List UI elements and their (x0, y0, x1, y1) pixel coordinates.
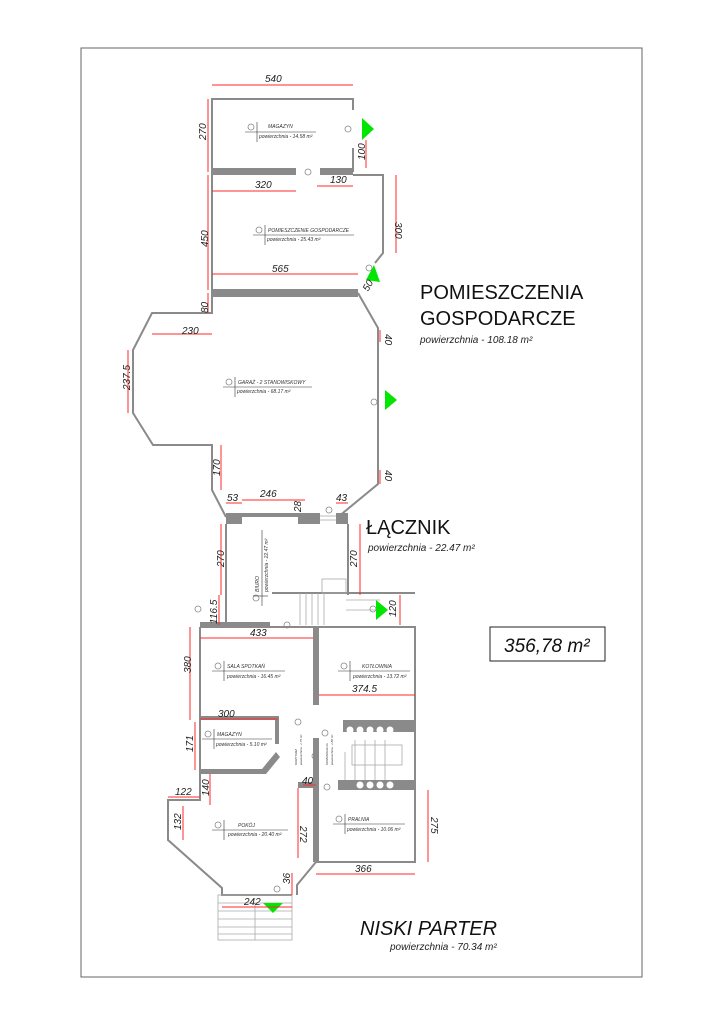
svg-text:powierzchnia - 20.40 m²: powierzchnia - 20.40 m² (227, 832, 282, 838)
entrance-steps (217, 894, 293, 941)
total-area-box (489, 626, 606, 662)
section-title-parter: NISKI PARTER (360, 918, 497, 940)
dimension-label: 433 (250, 628, 267, 639)
svg-text:powierzchnia - 1.80 m²: powierzchnia - 1.80 m² (330, 734, 334, 766)
section-title-gospodarcze: POMIESZCZENIA (420, 282, 584, 304)
sheet-frame (80, 47, 643, 978)
dimension-label: 116.5 (209, 599, 220, 624)
dimension-label: 50 (361, 278, 376, 294)
svg-text:powierzchnia - 25.43 m²: powierzchnia - 25.43 m² (266, 237, 321, 243)
svg-text:SALA SPOTKAŃ: SALA SPOTKAŃ (227, 663, 265, 670)
room-label-komunikacja: KOMUNIKACJA powierzchnia - 1.80 m² (325, 734, 334, 766)
dimension-label: 270 (216, 550, 227, 568)
dimension-label: 230 (181, 326, 199, 337)
dimension-label: 40 (382, 470, 393, 482)
entrance-arrow-icon (376, 600, 388, 620)
svg-text:POMIESZCZENIE GOSPODARCZE: POMIESZCZENIE GOSPODARCZE (268, 228, 350, 234)
wall-segment (212, 168, 296, 175)
dimension-label: 366 (355, 864, 372, 875)
dimension-label: 300 (392, 222, 403, 239)
wall-segment (212, 289, 358, 297)
entrance-arrow-icon (366, 265, 380, 282)
total-area: 356,78 m² (504, 636, 590, 657)
dimension-label: 170 (212, 459, 223, 476)
dimension-label: 320 (255, 180, 272, 191)
svg-text:KORYTARZ: KORYTARZ (294, 749, 298, 765)
svg-text:GARAŻ - 2 STANOWISKOWY: GARAŻ - 2 STANOWISKOWY (238, 379, 306, 386)
dimension-label: 120 (388, 600, 399, 617)
entrance-arrow-icon (362, 118, 374, 140)
dimension-label: 275 (428, 816, 439, 834)
dimension-label: 540 (265, 74, 282, 85)
dimension-label: 122 (175, 787, 192, 798)
stairs-lacznik (299, 515, 380, 625)
dimension-label: 565 (272, 264, 289, 275)
dimension-label: 171 (185, 735, 196, 752)
room-label-pralnia: PRALNIA powierzchnia - 10.06 m² (333, 814, 405, 834)
dimension-lines (127, 84, 429, 908)
dimension-label: 43 (336, 493, 348, 504)
section-title-gospodarcze-2: GOSPODARCZE (420, 308, 576, 330)
entrance-arrow-icon (263, 903, 283, 913)
svg-text:KOMUNIKACJA: KOMUNIKACJA (325, 743, 329, 765)
dimension-label: 374.5 (352, 684, 377, 695)
svg-text:MAGAZYN: MAGAZYN (217, 732, 242, 738)
dimension-label: 272 (297, 825, 308, 843)
dimension-label: 450 (200, 230, 211, 247)
svg-text:powierzchnia - 16.45 m²: powierzchnia - 16.45 m² (226, 674, 281, 680)
svg-text:powierzchnia - 13.72 m²: powierzchnia - 13.72 m² (352, 674, 407, 680)
dimension-label: 80 (200, 301, 211, 313)
dimension-label: 300 (218, 709, 235, 720)
room-label-pomieszczenie-gospodarcze: POMIESZCZENIE GOSPODARCZE powierzchnia - … (253, 225, 354, 245)
room-label-kotlownia: KOTŁOWNIA powierzchnia - 13.72 m² (338, 661, 410, 681)
stairs-parter (344, 726, 403, 789)
dimension-label: 36 (282, 872, 293, 884)
svg-text:powierzchnia - 5.10 m²: powierzchnia - 5.10 m² (215, 742, 267, 748)
room-label-magazyn: MAGAZYN powierzchnia - 14.58 m² (245, 122, 316, 142)
svg-text:powierzchnia - 1.75 m²: powierzchnia - 1.75 m² (299, 734, 303, 766)
room-label-sala-spotkan: SALA SPOTKAŃ powierzchnia - 16.45 m² (212, 661, 285, 681)
entrance-arrow-icon (385, 390, 397, 410)
dimension-label: 237.5 (122, 365, 133, 391)
building-walls (132, 98, 416, 941)
section-area-gospodarcze: powierzchnia - 108.18 m² (419, 335, 533, 346)
section-area-parter: powierzchnia - 70.34 m² (389, 942, 497, 953)
svg-text:PRALNIA: PRALNIA (348, 817, 370, 823)
svg-text:BIURO: BIURO (255, 576, 261, 592)
dimension-label: 242 (243, 897, 261, 908)
room-label-garaz: GARAŻ - 2 STANOWISKOWY powierzchnia - 68.… (223, 377, 312, 397)
dimension-label: 53 (227, 493, 239, 504)
room-label-magazyn-2: MAGAZYN powierzchnia - 5.10 m² (202, 729, 272, 749)
dimension-label: 100 (357, 143, 368, 160)
dimension-label: 270 (198, 123, 209, 141)
svg-text:powierzchnia - 10.06 m²: powierzchnia - 10.06 m² (346, 827, 401, 833)
section-area-lacznik: powierzchnia - 22.47 m² (367, 543, 475, 554)
svg-text:MAGAZYN: MAGAZYN (268, 124, 293, 130)
dimension-label: 246 (259, 489, 277, 500)
dimension-label: 130 (330, 175, 347, 186)
dimension-label: 40 (382, 334, 393, 346)
section-title-lacznik: ŁĄCZNIK (366, 517, 451, 539)
room-label-biuro: BIURO powierzchnia - 22.47 m² (252, 530, 270, 606)
svg-text:powierzchnia - 14.58 m²: powierzchnia - 14.58 m² (258, 134, 313, 140)
entrance-markers (194, 118, 397, 913)
svg-text:KOTŁOWNIA: KOTŁOWNIA (362, 664, 393, 670)
dimension-labels: 540 270 100 320 130 300 450 565 50 80 23… (122, 74, 439, 908)
svg-text:POKÓJ: POKÓJ (238, 822, 255, 829)
room-labels: MAGAZYN powierzchnia - 14.58 m² POMIESZCZ… (202, 122, 410, 840)
wall-segment (320, 168, 353, 175)
svg-text:powierzchnia - 68.17 m²: powierzchnia - 68.17 m² (236, 389, 291, 395)
dimension-label: 270 (349, 550, 360, 568)
dimension-label: 140 (201, 779, 212, 796)
dimension-label: 40 (302, 776, 314, 787)
dimension-label: 132 (173, 813, 184, 830)
svg-text:powierzchnia - 22.47 m²: powierzchnia - 22.47 m² (264, 538, 270, 593)
room-label-korytarz: KORYTARZ powierzchnia - 1.75 m² (294, 734, 303, 766)
room-label-pokoj: POKÓJ powierzchnia - 20.40 m² (212, 820, 288, 840)
dimension-label: 28 (293, 500, 304, 513)
dimension-label: 380 (183, 656, 194, 673)
